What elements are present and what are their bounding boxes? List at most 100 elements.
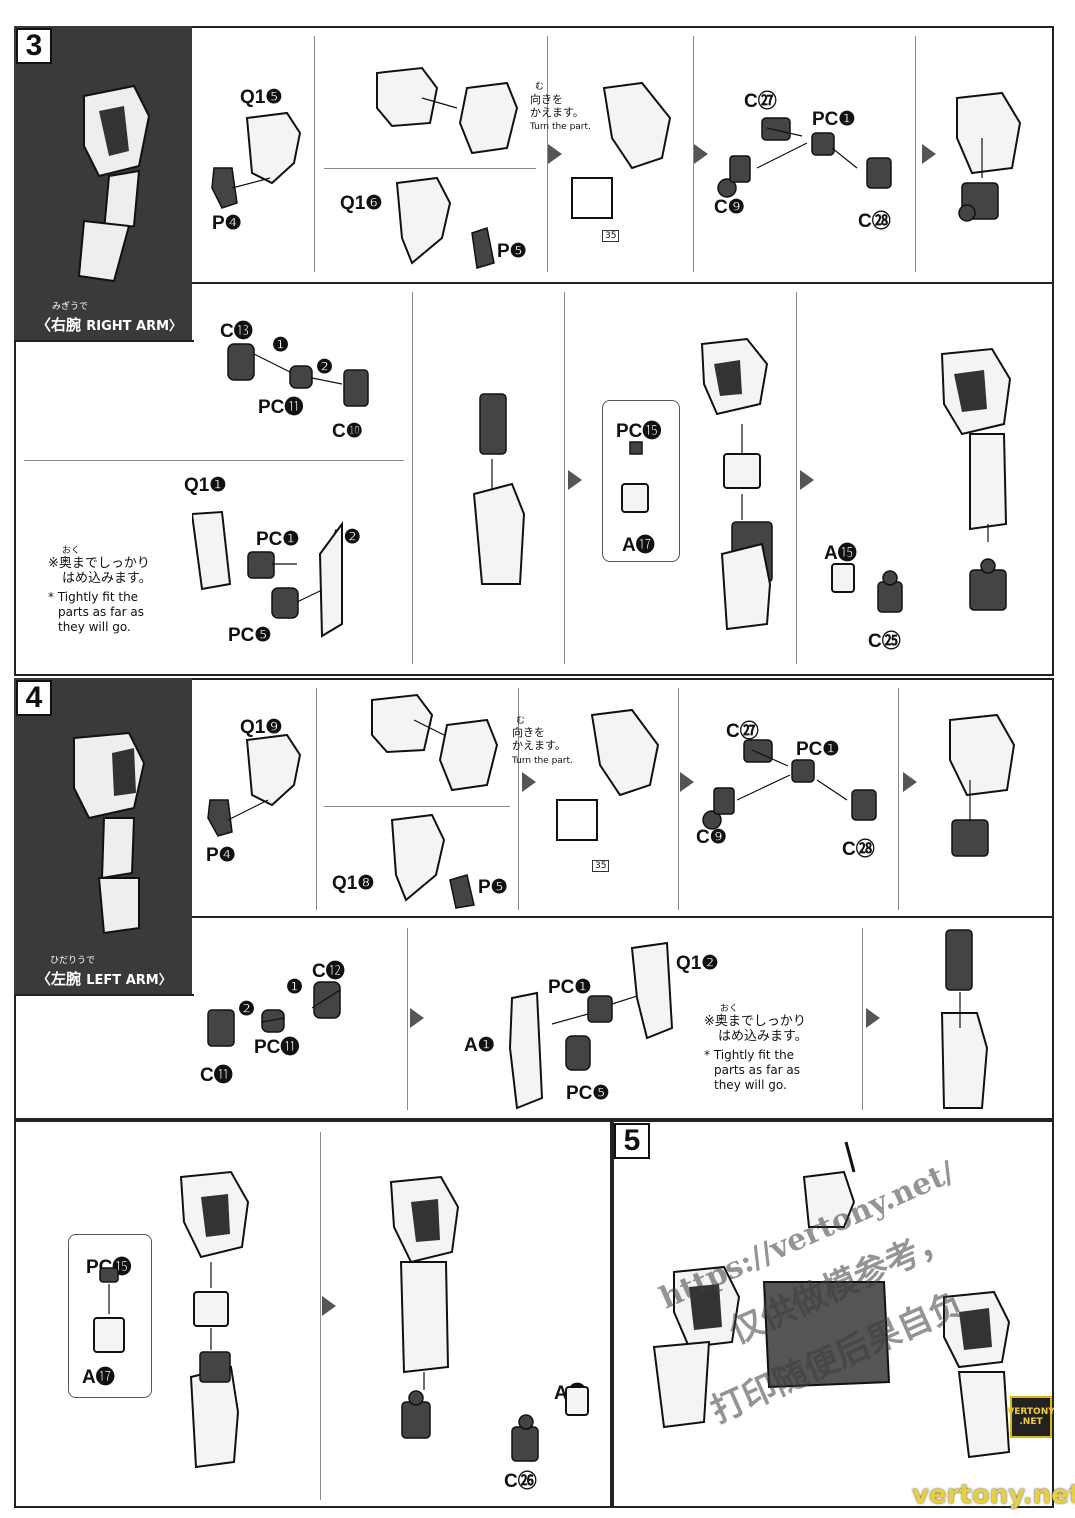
divider [314, 36, 315, 272]
label-a15: A⓯ [824, 543, 857, 564]
turn-ruby: む [535, 82, 545, 92]
right-arm-caption: 〈右腕 RIGHT ARM〉 [36, 314, 182, 335]
label-q1-5: Q1❺ [240, 87, 283, 108]
label-c10: C❿ [332, 421, 363, 442]
turn-note-en: Turn the part. [512, 756, 573, 766]
step-number-3: 3 [16, 28, 52, 64]
step3-side-image: 3 〈右腕 RIGHT ARM〉 みぎうで [14, 26, 192, 340]
turn-note-jp: 向きを かえます。 [530, 93, 584, 119]
label-c25: C㉕ [868, 631, 901, 652]
label-pc11: PC⓫ [254, 1037, 300, 1058]
step-number-4: 4 [16, 680, 52, 716]
step4-left-divider [14, 994, 194, 996]
left-arm-caption-en: LEFT ARM〉 [86, 973, 172, 988]
inset-box [68, 1234, 152, 1398]
divider [796, 292, 797, 664]
label-pc1: PC❶ [548, 977, 592, 998]
label-pc15: PC⓯ [616, 421, 662, 442]
label-c27: C㉗ [726, 721, 759, 742]
label-pc1-b: PC❶ [256, 529, 300, 550]
label-q1-9: Q1❾ [240, 717, 283, 738]
fit-note-jp1: ※奥までしっかり [48, 556, 150, 571]
turn-note-jp: 向きを かえます。 [512, 726, 566, 752]
label-step1: ❶ [286, 977, 304, 998]
label-pc1: PC❶ [796, 739, 840, 760]
label-q1-1: Q1❶ [184, 475, 227, 496]
label-c13: C⓭ [220, 321, 253, 342]
fit-note-en3: they will go. [58, 620, 131, 634]
label-q1-2: Q1❷ [676, 953, 719, 974]
label-p4: P❹ [212, 213, 242, 234]
logo-line1: VERTONY [1007, 1407, 1055, 1417]
label-a1: A❶ [464, 1035, 495, 1056]
left-arm-illustration [73, 731, 146, 935]
label-c26: C㉖ [504, 1471, 537, 1492]
right-arm-illustration [77, 84, 151, 283]
fit-note-ruby: おく [62, 546, 81, 556]
vertony-logo: VERTONY .NET [1007, 1396, 1055, 1438]
divider [324, 168, 536, 169]
turn-note-jp-line2: かえます。 [512, 739, 566, 752]
fit-note-jp2: はめ込みます。 [718, 1029, 808, 1044]
step-arrow [903, 772, 917, 792]
inset-box [602, 400, 680, 562]
step3-left-divider [14, 340, 194, 342]
step-arrow [548, 144, 562, 164]
turn-note-en: Turn the part. [530, 122, 591, 132]
fit-note-en3: they will go. [714, 1078, 787, 1092]
label-c12: C⓬ [312, 961, 345, 982]
fit-note-en2: parts as far as [58, 605, 145, 619]
label-c28: C㉘ [842, 839, 875, 860]
footer-url: vertony.net [912, 1480, 1075, 1510]
label-c9: C❾ [714, 197, 745, 218]
part-drawings-step4-middle [207, 929, 989, 1110]
step4-side-image: 4 〈左腕 LEFT ARM〉 ひだりうで [14, 678, 192, 994]
label-pc1: PC❶ [812, 109, 856, 130]
fit-note-en1: * Tightly fit the [704, 1048, 795, 1062]
label-step1: ❶ [272, 335, 290, 356]
label-pc11: PC⓫ [258, 397, 304, 418]
divider [564, 292, 565, 664]
divider [678, 688, 679, 910]
turn-note-jp-line1: 向きを [512, 726, 545, 739]
fit-note-ruby: おく [720, 1004, 739, 1014]
step-number-5: 5 [614, 1123, 650, 1159]
part-drawings-step4-lower [93, 1170, 589, 1469]
fit-note-en2: parts as far as [714, 1063, 801, 1077]
step-arrow [866, 1008, 880, 1028]
fit-note: ※奥までしっかり はめ込みます。 * Tightly fit the parts… [48, 556, 152, 635]
label-pc5: PC❺ [228, 625, 272, 646]
part-drawings-step3-top [211, 66, 1022, 269]
turn-ruby: む [516, 716, 526, 726]
divider [693, 36, 694, 272]
step-arrow [922, 144, 936, 164]
step-arrow [522, 772, 536, 792]
divider [24, 460, 404, 461]
left-arm-caption: 〈左腕 LEFT ARM〉 [36, 968, 172, 989]
fit-note-en1: * Tightly fit the [48, 590, 139, 604]
label-p5: P❺ [497, 241, 527, 262]
step-arrow [800, 470, 814, 490]
right-arm-caption-en: RIGHT ARM〉 [86, 319, 183, 334]
logo-line2: .NET [1019, 1417, 1043, 1427]
part-drawings-step4-top [207, 693, 1016, 909]
divider [412, 292, 413, 664]
right-arm-ruby: みぎうで [52, 302, 89, 312]
page-ref: 35 [602, 230, 620, 242]
label-c28: C㉘ [858, 211, 891, 232]
divider [324, 806, 510, 807]
label-c11: C⓫ [200, 1065, 233, 1086]
step4-divider [192, 916, 1052, 918]
step-arrow [694, 144, 708, 164]
label-p5: P❺ [478, 877, 508, 898]
label-a17: A⓱ [82, 1367, 115, 1388]
divider [915, 36, 916, 272]
label-c9: C❾ [696, 827, 727, 848]
turn-note-jp-line1: 向きを [530, 93, 563, 106]
label-p4: P❹ [206, 845, 236, 866]
fit-note-jp1: ※奥までしっかり [704, 1014, 806, 1029]
part-drawings-step3-bottom [192, 337, 1012, 638]
label-a17: A⓱ [622, 535, 655, 556]
divider [547, 36, 548, 272]
divider [518, 688, 519, 910]
